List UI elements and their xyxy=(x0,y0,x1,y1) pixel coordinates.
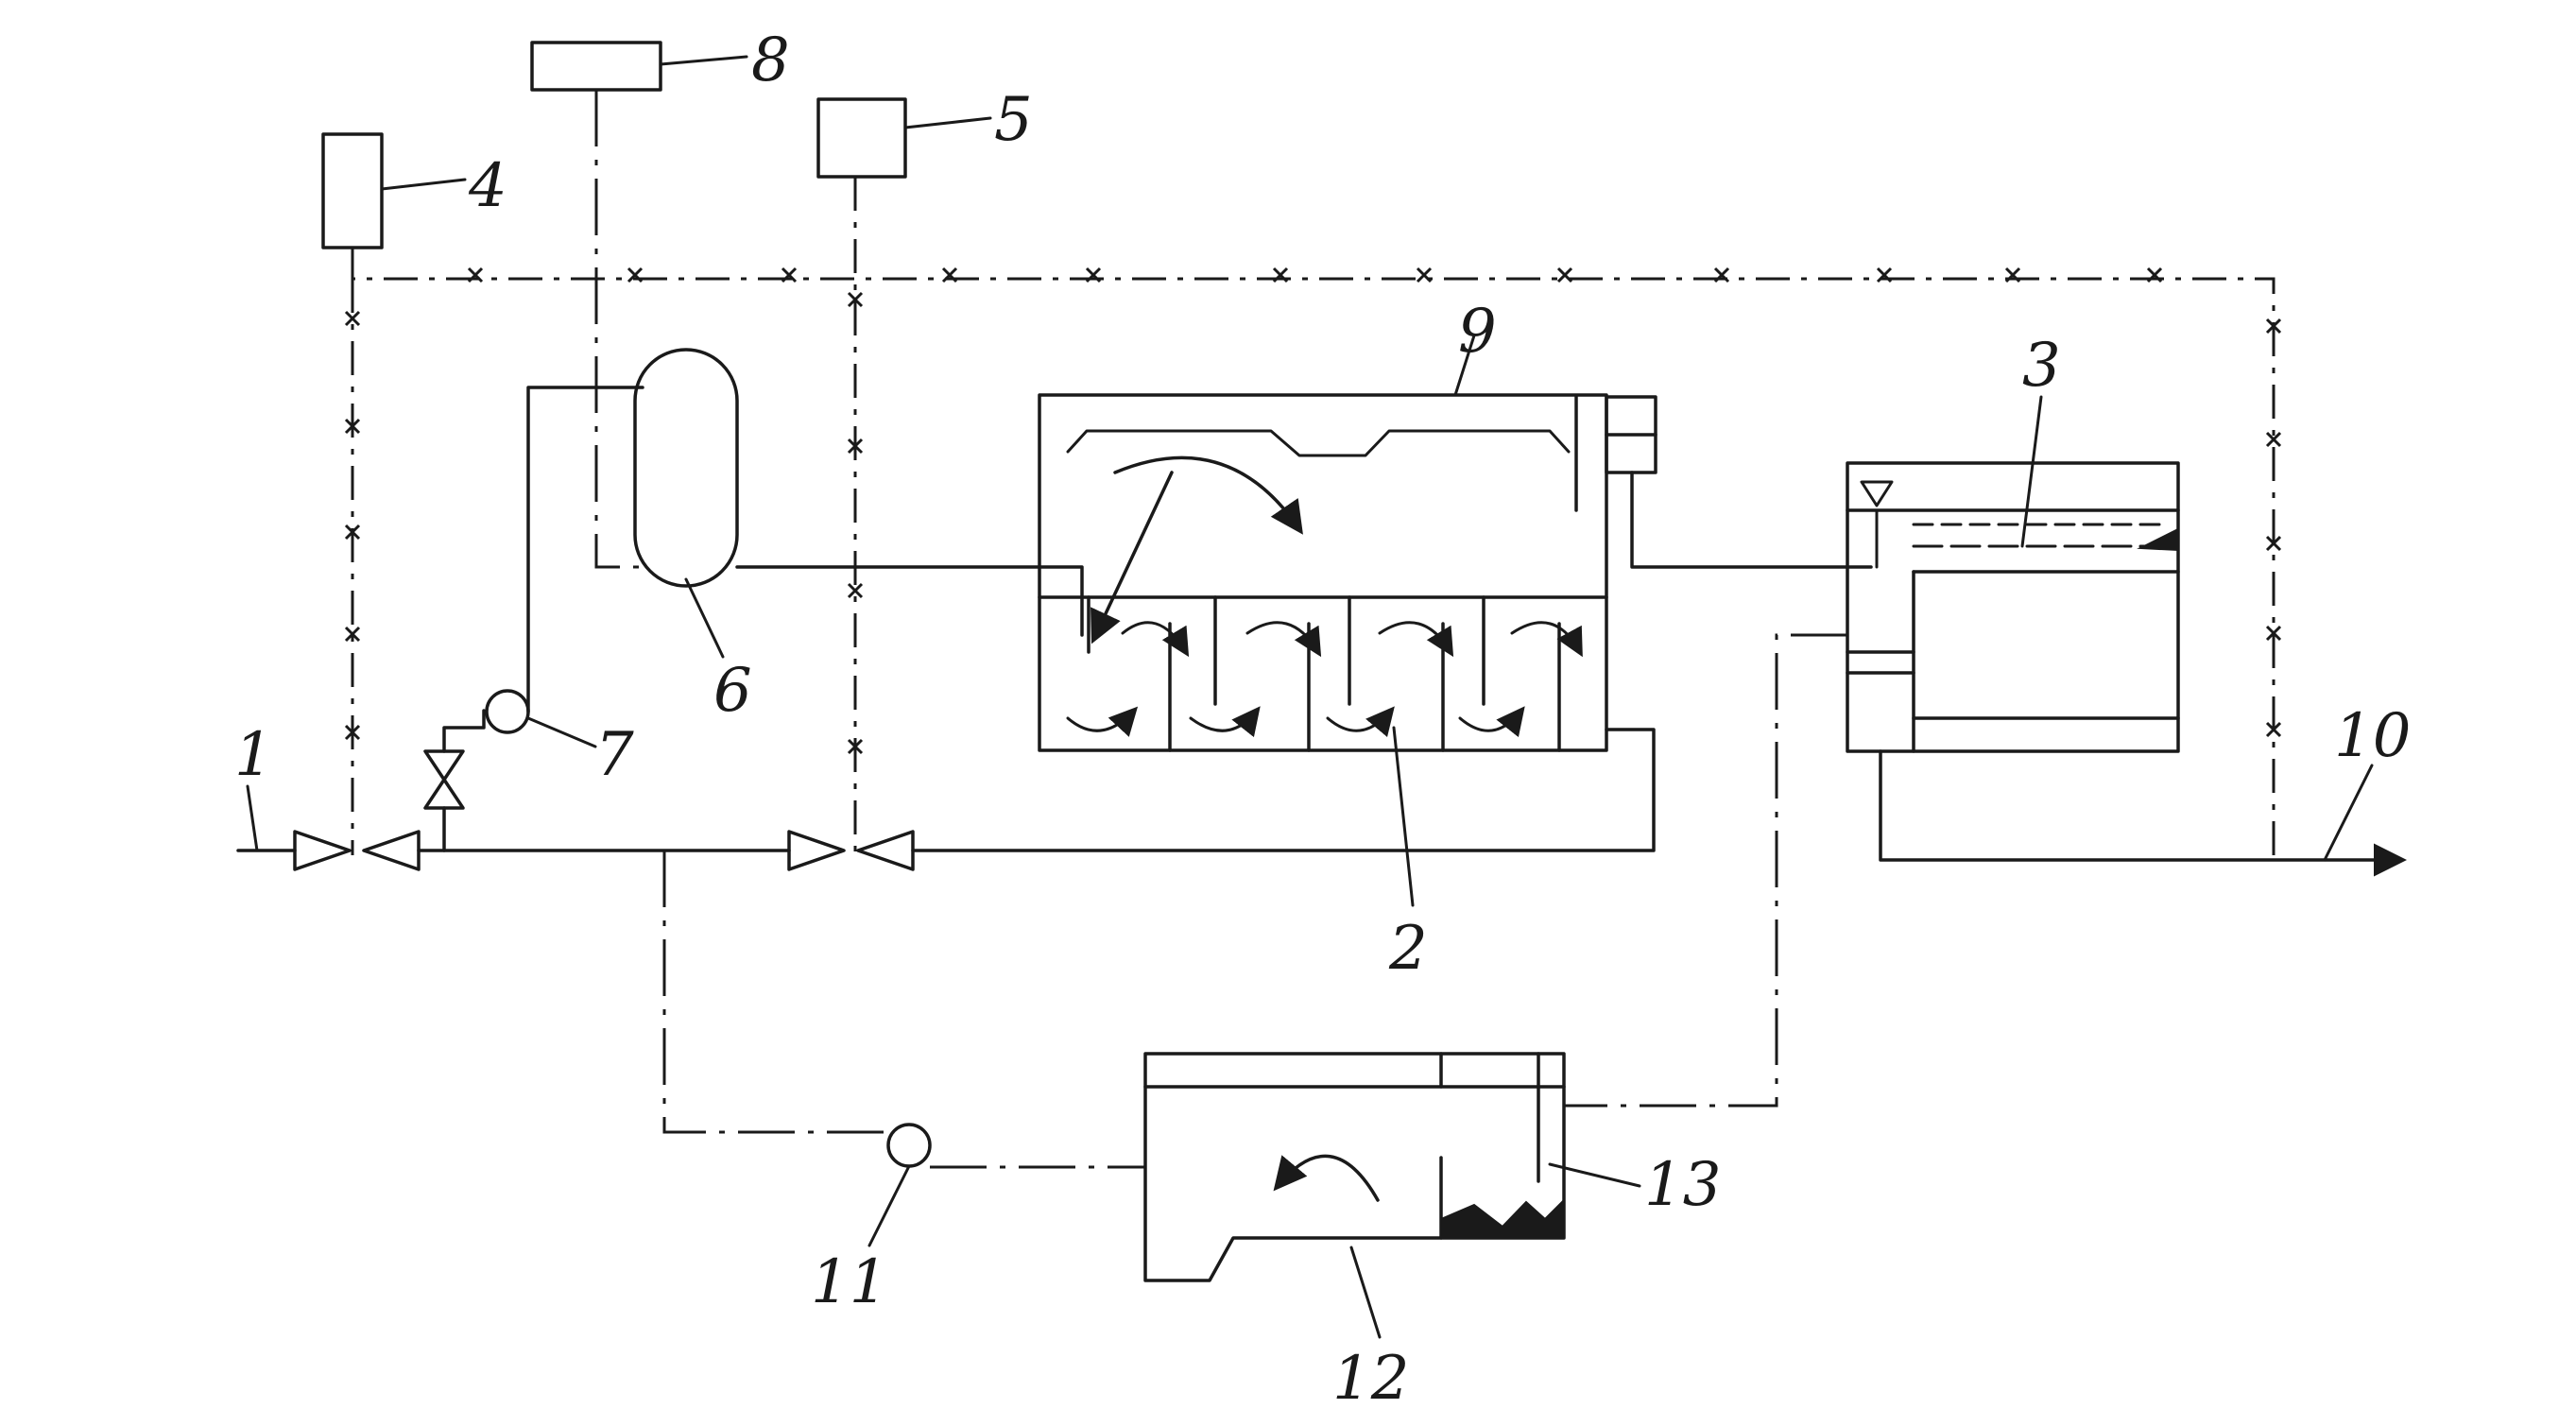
sludge-line-to-13 xyxy=(1564,633,1847,1108)
label-11: 11 xyxy=(811,1247,887,1317)
label-6: 6 xyxy=(713,656,752,726)
instrument-box-5 xyxy=(816,97,907,179)
reactor-tank-2 xyxy=(1038,393,1873,752)
clarifier-tank-3 xyxy=(1846,461,2180,753)
pump-7-to-vessel-line xyxy=(526,386,644,713)
label-4: 4 xyxy=(468,151,507,221)
label-3: 3 xyxy=(2022,331,2061,401)
inlet-pipe xyxy=(236,728,1656,852)
label-5: 5 xyxy=(994,85,1033,155)
pump-11 xyxy=(886,1123,932,1168)
control-signal-line xyxy=(344,177,2282,860)
label-12: 12 xyxy=(1332,1344,1409,1409)
instrument-box-4 xyxy=(321,132,384,249)
sludge-tank-12 xyxy=(1143,1052,1566,1282)
label-1: 1 xyxy=(234,720,273,790)
label-13: 13 xyxy=(1644,1150,1721,1220)
label-8: 8 xyxy=(751,26,790,95)
sludge-return-line xyxy=(662,851,888,1134)
vessel-6 xyxy=(633,348,739,588)
instrument-box-8 xyxy=(530,41,662,92)
control-line-8 xyxy=(594,90,643,569)
dosing-branch xyxy=(423,709,486,852)
valve-1 xyxy=(293,830,421,871)
label-9: 9 xyxy=(1458,297,1497,367)
label-2: 2 xyxy=(1388,914,1428,984)
label-7: 7 xyxy=(595,720,634,790)
label-10: 10 xyxy=(2334,701,2411,771)
leader-lines xyxy=(246,55,2374,1339)
pump-7 xyxy=(485,689,530,734)
valve-2 xyxy=(787,830,915,871)
outlet-pipe-10 xyxy=(1879,749,2407,877)
vessel-6-outlet-pipe xyxy=(735,565,1084,637)
